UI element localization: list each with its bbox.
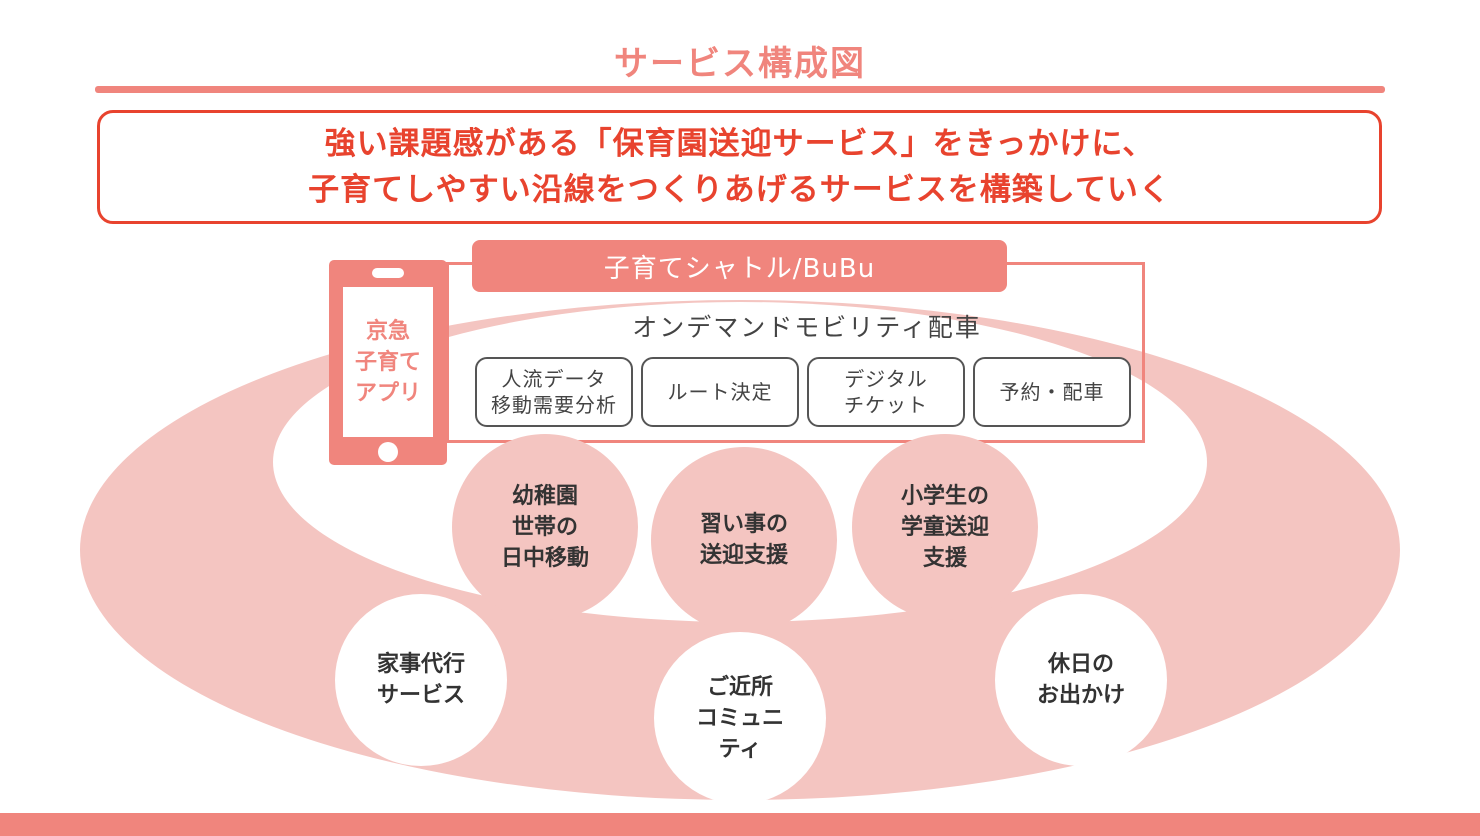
function-box-ticket: デジタル チケット <box>807 357 965 427</box>
function-box-route: ルート決定 <box>641 357 799 427</box>
phone-home-button <box>378 442 398 462</box>
key-message-line-1: 強い課題感がある「保育園送迎サービス」をきっかけに、 <box>324 126 1155 162</box>
shuttle-title-bar: 子育てシャトル/BuBu <box>472 240 1007 292</box>
service-community: ご近所 コミュニ ティ <box>654 632 826 804</box>
key-message-line-2: 子育てしやすい沿線をつくりあげるサービスを構築していく <box>308 172 1171 208</box>
phone-speaker <box>372 268 404 278</box>
function-box-reservation: 予約・配車 <box>973 357 1131 427</box>
page-title: サービス構成図 <box>614 44 866 84</box>
service-lessons: 習い事の 送迎支援 <box>651 447 837 633</box>
app-label: 京急 子育て アプリ <box>343 287 433 437</box>
footer-bar <box>0 813 1480 836</box>
service-housekeeping: 家事代行 サービス <box>335 594 507 766</box>
title-underline <box>95 86 1385 93</box>
shuttle-subtitle: オンデマンドモビリティ配車 <box>632 313 982 342</box>
key-message-box: 強い課題感がある「保育園送迎サービス」をきっかけに、 子育てしやすい沿線をつくり… <box>97 110 1382 224</box>
function-box-data-analysis: 人流データ 移動需要分析 <box>475 357 633 427</box>
service-outing: 休日の お出かけ <box>995 594 1167 766</box>
service-afterschool: 小学生の 学童送迎 支援 <box>852 434 1038 620</box>
service-kindergarten: 幼稚園 世帯の 日中移動 <box>452 434 638 620</box>
